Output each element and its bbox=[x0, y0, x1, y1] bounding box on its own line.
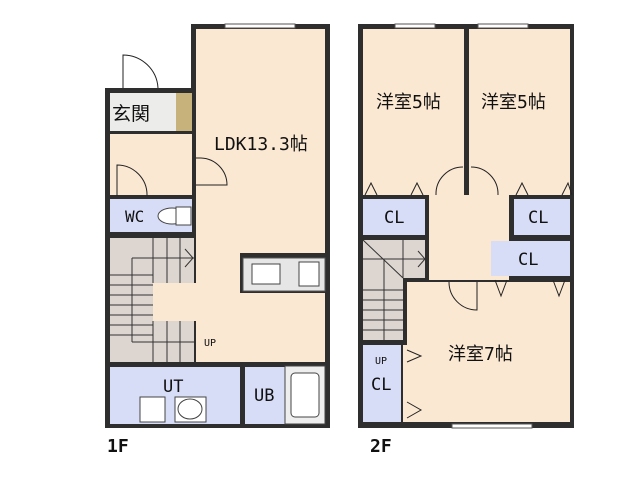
western-room-7-label: 洋室7帖 bbox=[448, 344, 513, 365]
western-room-5-b-label: 洋室5帖 bbox=[481, 92, 546, 113]
floor-1-label: 1F bbox=[107, 436, 129, 457]
closet-1-label: CL bbox=[384, 208, 404, 228]
genkan-area bbox=[110, 93, 176, 131]
western-room-5-b bbox=[469, 29, 570, 195]
room-7-extension bbox=[403, 345, 411, 422]
stove-icon bbox=[298, 261, 320, 287]
stair-treads-2f bbox=[362, 239, 426, 340]
door-swings-2f bbox=[364, 166, 573, 419]
wc-label: WC bbox=[125, 207, 144, 226]
ldk-label: LDK13.3帖 bbox=[214, 134, 308, 155]
stair-landing-cutout bbox=[153, 283, 196, 321]
up-label: UP bbox=[204, 338, 216, 349]
toilet-icon bbox=[157, 206, 192, 226]
ldk-room bbox=[196, 29, 325, 362]
western-room-7 bbox=[407, 282, 570, 422]
hallway bbox=[110, 134, 192, 195]
closet-1 bbox=[363, 199, 425, 235]
closet-2-label: CL bbox=[528, 208, 548, 228]
window-ldk bbox=[224, 23, 296, 29]
closet-3-label: CL bbox=[518, 250, 538, 270]
western-room-5-a-label: 洋室5帖 bbox=[376, 92, 441, 113]
sink-icon bbox=[251, 263, 281, 285]
closet-2 bbox=[514, 199, 570, 235]
ut-label: UT bbox=[163, 377, 183, 397]
ub-label: UB bbox=[254, 386, 274, 406]
washbasin-bowl-icon bbox=[177, 398, 203, 420]
door-swings-1f bbox=[116, 54, 228, 197]
closet-4-label: CL bbox=[371, 375, 391, 395]
shoe-box bbox=[176, 93, 192, 131]
washer-icon bbox=[139, 396, 166, 423]
window-2f-c bbox=[451, 423, 533, 429]
floor-2: 洋室5帖 洋室5帖 CL CL CL 洋室7帖 UP CL 2F bbox=[358, 23, 574, 457]
bathtub-basin-icon bbox=[290, 372, 320, 418]
window-2f-a bbox=[394, 23, 436, 29]
closet-4 bbox=[363, 345, 401, 422]
western-room-5-a bbox=[363, 29, 464, 195]
floor-2-label: 2F bbox=[370, 436, 392, 457]
window-2f-b bbox=[477, 23, 529, 29]
stair-treads bbox=[110, 238, 194, 362]
closet-3 bbox=[491, 241, 570, 276]
up-label-2f: UP bbox=[375, 356, 387, 367]
genkan-label: 玄関 bbox=[112, 103, 150, 125]
floor-1: 玄関 LDK13.3帖 WC UP UT UB 1F bbox=[105, 23, 330, 457]
